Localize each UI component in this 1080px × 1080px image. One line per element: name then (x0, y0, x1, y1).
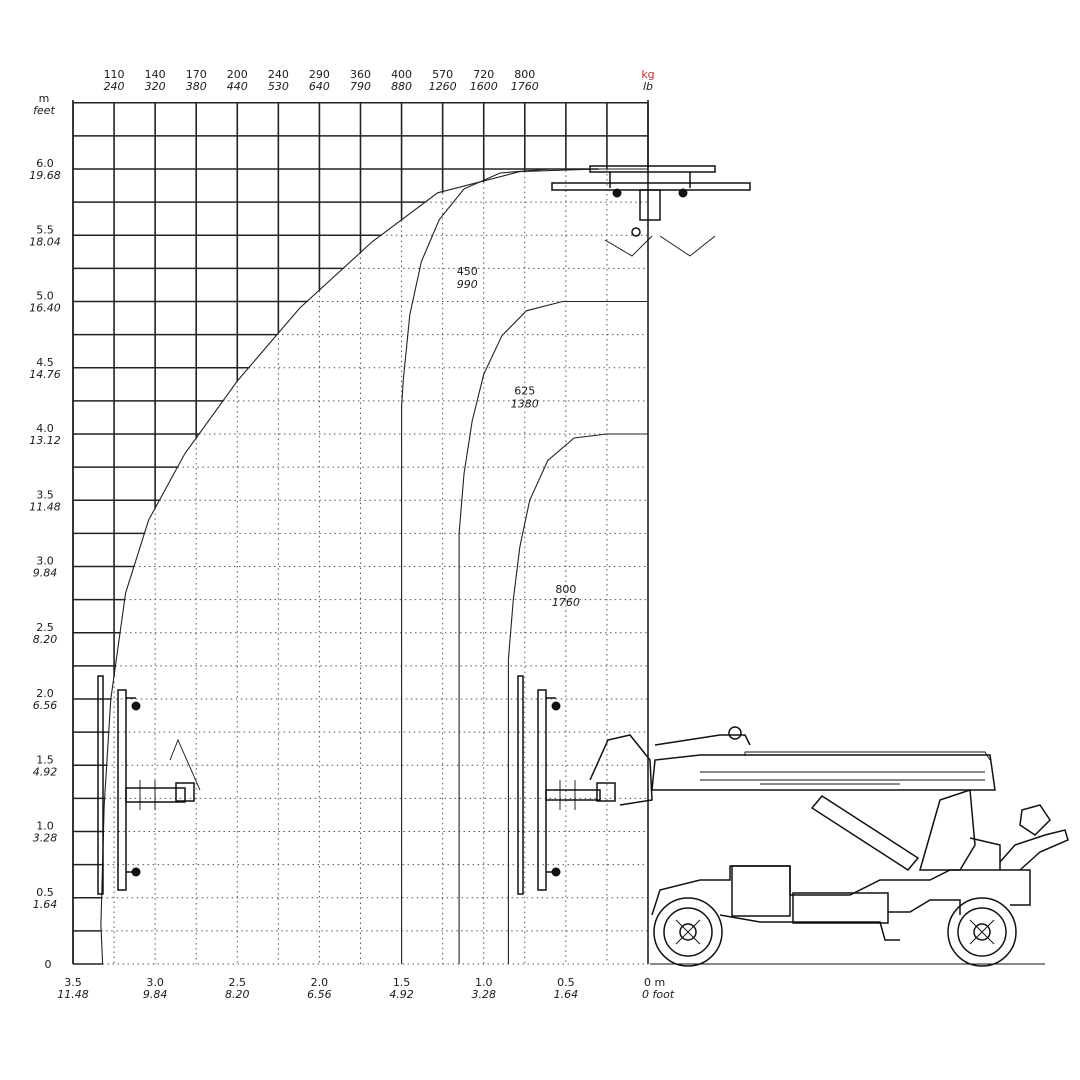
y-tick-m: 3.0 (36, 555, 54, 568)
vacuum-lifter-low-far (97, 675, 201, 895)
top-capacity-kg: 290 (309, 68, 330, 81)
x-tick-ft: 1.64 (554, 988, 579, 1001)
y-tick-ft: 18.04 (29, 235, 61, 248)
y-tick-m: 5.5 (36, 223, 54, 236)
x-unit-m: 0 m (644, 976, 665, 989)
curve-label-lb: 1380 (511, 397, 539, 410)
top-capacity-lb: 790 (350, 80, 371, 93)
capacity-curve-1 (401, 168, 648, 964)
capacity-curve-3 (507, 433, 648, 964)
x-tick-m: 0.5 (557, 976, 575, 989)
y-tick-ft: 11.48 (29, 500, 61, 513)
y-tick-ft: 14.76 (29, 368, 61, 381)
curve-label-kg: 625 (514, 384, 535, 397)
top-capacity-lb: 380 (186, 80, 207, 93)
y-tick-m: 2.5 (36, 621, 54, 634)
y-unit-m: m (39, 92, 50, 105)
y-tick-ft: 3.28 (33, 832, 58, 845)
top-capacity-lb: 1760 (511, 80, 539, 93)
top-unit-kg: kg (641, 68, 654, 81)
top-unit-lb: lb (643, 80, 653, 93)
x-tick-ft: 3.28 (471, 988, 496, 1001)
y-tick-m: 1.0 (36, 820, 54, 833)
top-capacity-kg: 360 (350, 68, 371, 81)
x-tick-m: 1.0 (475, 976, 493, 989)
x-tick-m: 3.5 (64, 976, 82, 989)
y-tick-ft: 16.40 (29, 302, 61, 315)
top-capacity-lb: 440 (227, 80, 248, 93)
y-tick-ft: 4.92 (33, 765, 58, 778)
top-capacity-kg: 570 (432, 68, 453, 81)
capacity-curve-2 (458, 300, 648, 964)
y-tick-m: 2.0 (36, 687, 54, 700)
x-tick-m: 2.0 (311, 976, 329, 989)
y-tick-m: 5.0 (36, 290, 54, 303)
top-capacity-lb: 640 (309, 80, 330, 93)
y-tick-ft: 9.84 (33, 567, 58, 580)
top-capacity-kg: 110 (104, 68, 125, 81)
capacity-curve-0 (100, 168, 648, 965)
x-tick-ft: 9.84 (143, 988, 168, 1001)
x-tick-ft: 11.48 (57, 988, 89, 1001)
x-tick-ft: 6.56 (307, 988, 332, 1001)
y-tick-ft: 13.12 (29, 434, 61, 447)
curve-label-kg: 800 (555, 583, 576, 596)
vacuum-lifter-top (551, 165, 751, 257)
x-unit-ft: 0 foot (642, 988, 675, 1001)
y-tick-m: 1.5 (36, 753, 54, 766)
top-capacity-lb: 240 (104, 80, 125, 93)
y-tick-m: 4.0 (36, 422, 54, 435)
top-capacity-lb: 1260 (429, 80, 457, 93)
x-tick-m: 2.5 (229, 976, 247, 989)
vacuum-lifter-low-near (517, 675, 616, 895)
top-capacity-kg: 240 (268, 68, 289, 81)
y-tick-ft: 6.56 (33, 699, 58, 712)
top-capacity-kg: 800 (514, 68, 535, 81)
top-capacity-lb: 530 (268, 80, 289, 93)
curve-label-kg: 450 (457, 265, 478, 278)
top-capacity-lb: 320 (145, 80, 166, 93)
y-tick-ft: 19.68 (29, 169, 61, 182)
grid (72, 100, 649, 965)
y-tick-m: 4.5 (36, 356, 54, 369)
curve-label-lb: 1760 (552, 596, 580, 609)
top-capacity-kg: 200 (227, 68, 248, 81)
axis-labels: 450990625138080017606.019.685.518.045.01… (29, 68, 675, 1001)
top-capacity-kg: 400 (391, 68, 412, 81)
top-capacity-kg: 140 (145, 68, 166, 81)
y-unit-ft: feet (33, 104, 55, 117)
y-tick-zero: 0 (45, 958, 52, 971)
y-tick-m: 3.5 (36, 488, 54, 501)
y-tick-ft: 8.20 (33, 633, 58, 646)
x-tick-m: 1.5 (393, 976, 411, 989)
top-capacity-kg: 720 (473, 68, 494, 81)
y-tick-m: 0.5 (36, 886, 54, 899)
curve-label-lb: 990 (457, 278, 478, 291)
x-tick-ft: 4.92 (389, 988, 414, 1001)
y-tick-m: 6.0 (36, 157, 54, 170)
top-capacity-lb: 1600 (470, 80, 498, 93)
x-tick-ft: 8.20 (225, 988, 250, 1001)
y-tick-ft: 1.64 (33, 898, 58, 911)
x-tick-m: 3.0 (146, 976, 164, 989)
capacity-curves (100, 168, 648, 965)
top-capacity-kg: 170 (186, 68, 207, 81)
glazing-robot-illustration (97, 165, 1069, 967)
top-capacity-lb: 880 (391, 80, 412, 93)
